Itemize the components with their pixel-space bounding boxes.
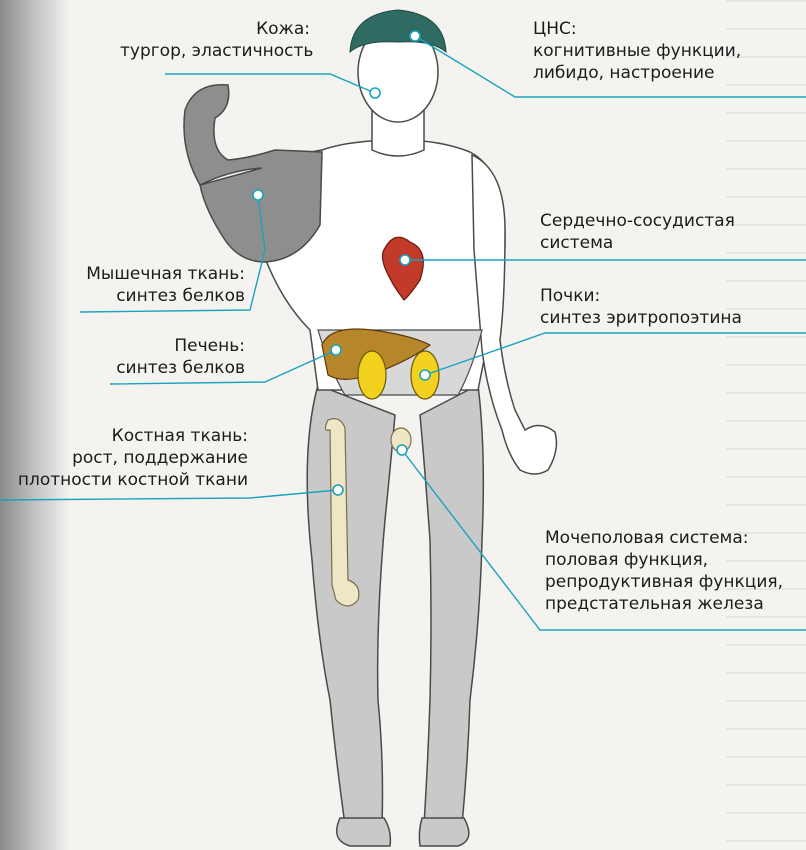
dot-muscle [253, 190, 263, 200]
raised-arm [184, 85, 322, 262]
label-cns: ЦНС: когнитивные функции, либидо, настро… [533, 18, 783, 84]
label-bone: Костная ткань: рост, поддержание плотнос… [0, 425, 248, 491]
label-urogenital-line2: репродуктивная функция, [545, 571, 795, 593]
dot-cns [410, 31, 420, 41]
label-liver-line1: синтез белков [60, 357, 245, 379]
label-urogenital-title: Мочеполовая система: [545, 527, 795, 549]
label-urogenital: Мочеполовая система: половая функция, ре… [545, 527, 795, 615]
label-kidneys-title: Почки: [540, 285, 790, 307]
label-bone-line2: плотности костной ткани [0, 469, 248, 491]
label-kidneys-line1: синтез эритропоэтина [540, 307, 790, 329]
label-bone-title: Костная ткань: [0, 425, 248, 447]
label-cardio: Сердечно-сосудистая система [540, 210, 790, 254]
dot-bone [333, 485, 343, 495]
left-foot [419, 818, 468, 846]
dot-cardio [400, 255, 410, 265]
right-foot [337, 818, 391, 846]
leader-skin [165, 74, 375, 93]
dot-liver [331, 345, 341, 355]
label-cns-line2: либидо, настроение [533, 62, 783, 84]
label-cardio-line2: система [540, 232, 790, 254]
label-urogenital-line1: половая функция, [545, 549, 795, 571]
label-bone-line1: рост, поддержание [0, 447, 248, 469]
label-skin: Кожа: тургор, эластичность [120, 18, 310, 62]
dot-urogenital [397, 445, 407, 455]
dot-skin [370, 88, 380, 98]
label-cns-title: ЦНС: [533, 18, 783, 40]
label-liver: Печень: синтез белков [60, 335, 245, 379]
right-kidney [358, 351, 386, 399]
dot-kidneys [420, 370, 430, 380]
label-cns-line1: когнитивные функции, [533, 40, 783, 62]
left-leg [420, 385, 483, 825]
label-urogenital-line3: предстательная железа [545, 593, 795, 615]
label-kidneys: Почки: синтез эритропоэтина [540, 285, 790, 329]
label-skin-title: Кожа: [120, 18, 310, 40]
label-liver-title: Печень: [60, 335, 245, 357]
leader-bone [0, 490, 338, 500]
label-muscle: Мышечная ткань: синтез белков [60, 263, 245, 307]
label-muscle-line1: синтез белков [60, 285, 245, 307]
label-cardio-line1: Сердечно-сосудистая [540, 210, 790, 232]
label-muscle-title: Мышечная ткань: [60, 263, 245, 285]
label-skin-line1: тургор, эластичность [120, 40, 310, 62]
